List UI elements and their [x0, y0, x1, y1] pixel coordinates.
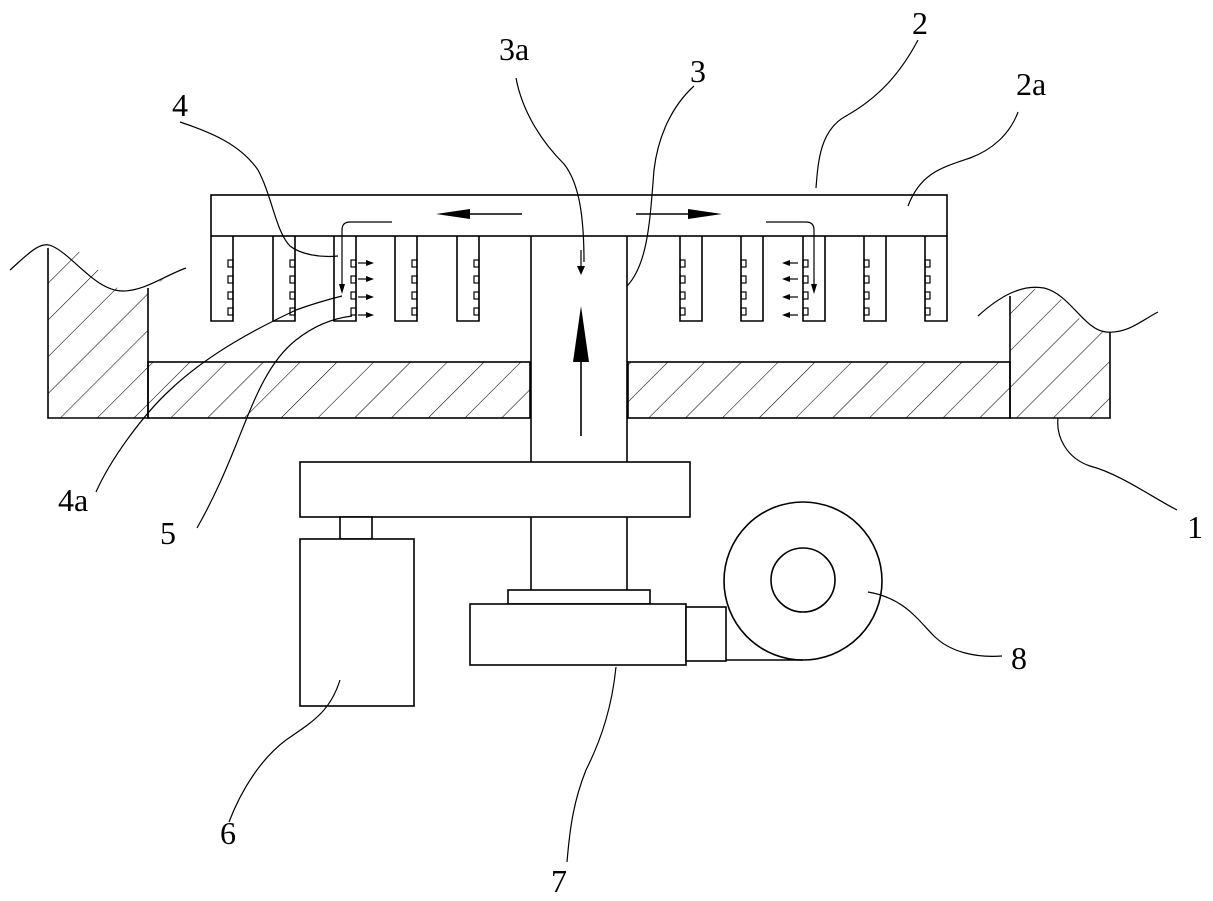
label-part-8: 8 — [1011, 640, 1027, 676]
gear-housing — [299, 461, 691, 518]
leader-lines — [95, 39, 1178, 863]
label-part-5: 5 — [160, 515, 176, 551]
spray-holes — [227, 259, 931, 316]
blower-inlet-pipe — [685, 606, 727, 662]
label-part-2a: 2a — [1016, 66, 1046, 102]
fan-wheel — [723, 501, 883, 661]
fan-hub — [770, 547, 836, 613]
label-part-2: 2 — [912, 5, 928, 41]
drive-motor — [299, 538, 415, 707]
label-part-7: 7 — [551, 863, 567, 899]
blower-flange — [507, 589, 651, 605]
label-part-4: 4 — [172, 87, 188, 123]
blower-housing — [469, 603, 687, 666]
upflow-arrow — [573, 306, 589, 362]
hollow-shaft — [530, 236, 628, 590]
base-body — [9, 244, 1159, 419]
label-part-6: 6 — [220, 815, 236, 851]
nozzle-tubes — [210, 236, 948, 322]
motor-coupling — [339, 516, 373, 540]
airflow-arrows — [339, 209, 817, 436]
label-part-4a: 4a — [58, 482, 88, 518]
part-labels: 1 2 2a 3 3a 4 4a 5 6 7 8 — [58, 5, 1203, 899]
label-part-3: 3 — [690, 53, 706, 89]
label-part-3a: 3a — [499, 31, 529, 67]
label-part-1: 1 — [1187, 509, 1203, 545]
